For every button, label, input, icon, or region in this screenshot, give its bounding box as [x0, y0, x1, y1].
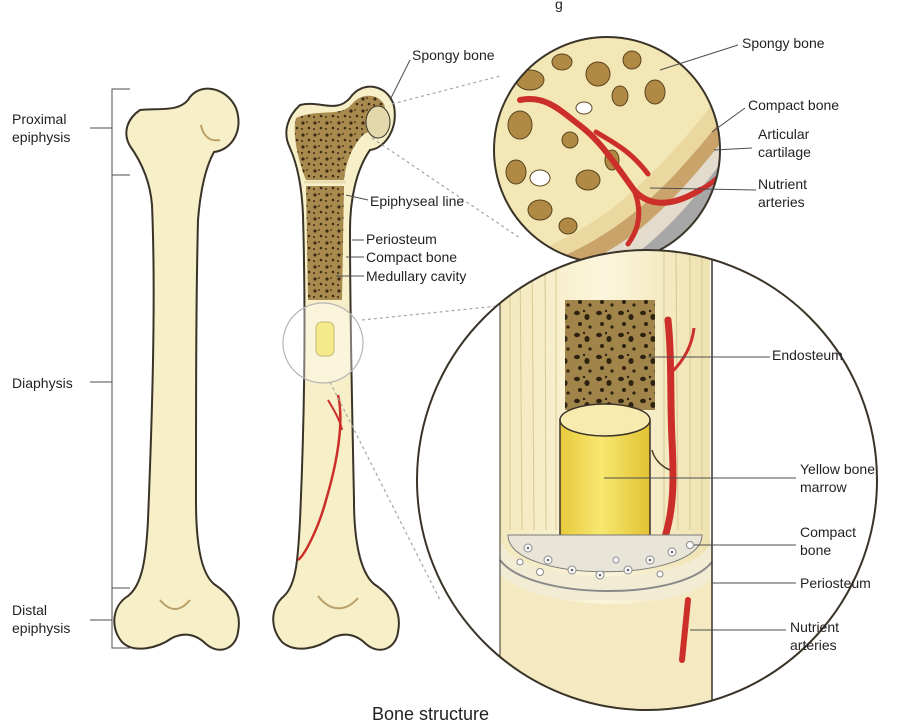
middle-spongy-bone-label: Spongy bone — [412, 47, 495, 63]
articular-cartilage-label: Articular cartilage — [758, 126, 813, 160]
endosteum-label: Endosteum — [772, 347, 843, 363]
middle-periosteum-label: Periosteum — [366, 231, 437, 247]
cropped-header-text: g — [555, 0, 563, 12]
zoom-spongy-bone-label: Spongy bone — [742, 35, 825, 51]
left-femur — [114, 89, 239, 650]
zoom-nutrient-arteries-label: Nutrient arteries — [758, 176, 811, 210]
proximal-epiphysis-label: Proximal epiphysis — [12, 111, 70, 145]
zoom-periosteum-label: Periosteum — [800, 575, 871, 591]
distal-epiphysis-label: Distal epiphysis — [12, 602, 70, 636]
diagram-title: Bone structure — [372, 704, 489, 724]
zoom-compact-bone-label: Compact bone — [748, 97, 839, 113]
medullary-cavity-label: Medullary cavity — [366, 268, 466, 284]
epiphyseal-line-label: Epiphyseal line — [370, 193, 464, 209]
magnifier-ring — [283, 303, 363, 383]
left-brackets — [90, 89, 130, 648]
diaphysis-label: Diaphysis — [12, 375, 73, 391]
middle-compact-bone-label: Compact bone — [366, 249, 457, 265]
